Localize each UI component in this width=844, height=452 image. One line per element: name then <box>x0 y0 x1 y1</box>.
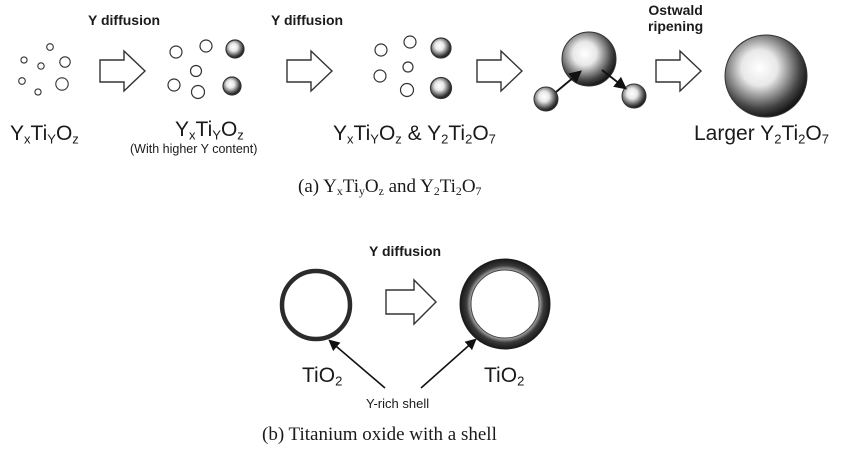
block-arrow-3 <box>476 49 524 93</box>
arrow-label-y-diffusion-b: Y diffusion <box>369 243 442 259</box>
stage2-particles <box>167 39 245 100</box>
shell-pointer-arrows <box>328 338 477 389</box>
tio2-thin-ring <box>279 268 353 342</box>
stage5-label: Larger Y2Ti2O7 <box>694 122 829 147</box>
shell-label: Y-rich shell <box>366 396 430 411</box>
block-arrow-2 <box>286 49 334 93</box>
block-arrow-b <box>385 278 437 326</box>
arrow-label-y-diffusion-1: Y diffusion <box>88 12 161 28</box>
block-arrow-4 <box>655 49 703 93</box>
tio2-thick-shell <box>459 258 551 350</box>
tio2-right-label: TiO2 <box>484 364 525 389</box>
stage2-label: YxTiYOz <box>175 118 244 143</box>
stage1-label: YxTiYOz <box>10 122 79 147</box>
stage5-large-particle <box>724 34 808 118</box>
stage4-coarsening <box>533 31 647 112</box>
tio2-left-label: TiO2 <box>302 364 343 389</box>
block-arrow-1 <box>99 49 147 93</box>
caption-a: (a) YxTiyOz and Y2Ti2O7 <box>298 176 482 198</box>
stage3-particles <box>373 35 453 100</box>
stage2-note: (With higher Y content) <box>130 142 258 156</box>
stage1-small-particles <box>18 43 71 96</box>
caption-b: (b) Titanium oxide with a shell <box>262 424 497 445</box>
stage3-label: YxTiYOz & Y2Ti2O7 <box>333 122 496 147</box>
arrow-label-ostwald-ripening: Ostwald ripening <box>648 2 704 34</box>
arrow-label-y-diffusion-2: Y diffusion <box>271 12 344 28</box>
